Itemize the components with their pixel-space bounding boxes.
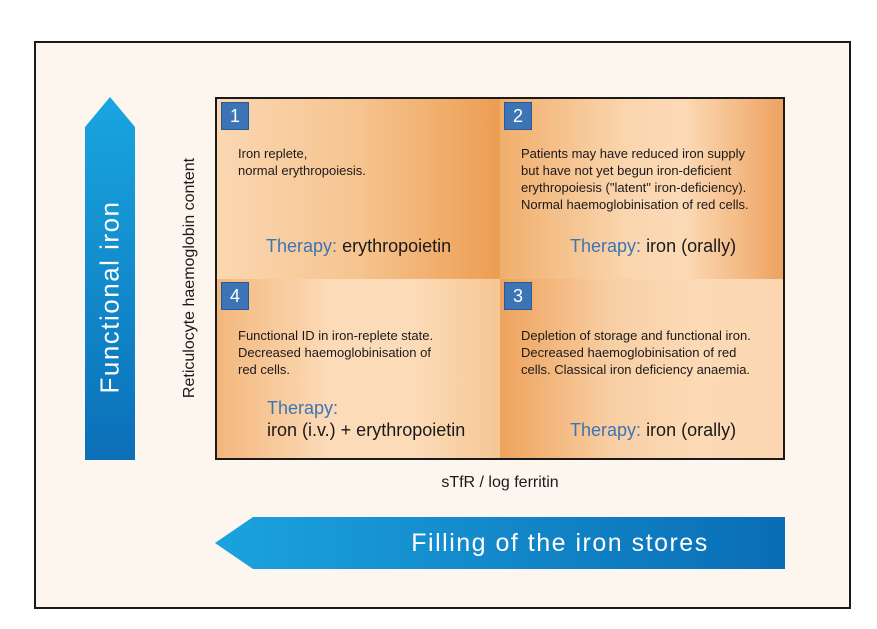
- quadrant-1: 1 Iron replete, normal erythropoiesis. T…: [217, 99, 500, 279]
- therapy-value: iron (orally): [646, 420, 737, 440]
- x-axis-label: sTfR / log ferritin: [441, 474, 559, 491]
- up-arrow-icon: [85, 97, 135, 460]
- functional-iron-arrow: Functional iron: [85, 97, 135, 460]
- quadrant-number-badge: 3: [504, 282, 532, 310]
- left-arrow-icon: [215, 517, 785, 569]
- quadrant-grid: 1 Iron replete, normal erythropoiesis. T…: [215, 97, 785, 460]
- therapy-value: iron (orally): [646, 236, 737, 256]
- therapy-label: Therapy:: [267, 398, 339, 418]
- iron-stores-label: Filling of the iron stores: [411, 529, 709, 557]
- quadrant-therapy: Therapy: erythropoietin: [266, 235, 451, 257]
- quadrant-therapy: Therapy: iron (orally): [570, 419, 736, 441]
- therapy-label: Therapy:: [266, 236, 338, 256]
- quadrant-description: Patients may have reduced iron supply bu…: [521, 146, 749, 212]
- therapy-value: erythropoietin: [342, 236, 452, 256]
- quadrant-number-badge: 4: [221, 282, 249, 310]
- quadrant-therapy: Therapy: iron (i.v.) + erythropoietin: [267, 397, 465, 441]
- quadrant-3: 3 Depletion of storage and functional ir…: [500, 279, 783, 458]
- iron-stores-arrow: Filling of the iron stores: [215, 517, 785, 569]
- therapy-label: Therapy:: [570, 236, 642, 256]
- quadrant-number-badge: 2: [504, 102, 532, 130]
- therapy-label: Therapy:: [570, 420, 642, 440]
- y-axis-label: Reticulocyte haemoglobin content: [181, 157, 198, 399]
- quadrant-description: Iron replete, normal erythropoiesis.: [238, 146, 366, 178]
- quadrant-2: 2 Patients may have reduced iron supply …: [500, 99, 783, 279]
- therapy-value: iron (i.v.) + erythropoietin: [267, 420, 466, 440]
- quadrant-4: 4 Functional ID in iron-replete state. D…: [217, 279, 500, 458]
- quadrant-description: Functional ID in iron-replete state. Dec…: [238, 328, 434, 377]
- quadrant-description: Depletion of storage and functional iron…: [521, 328, 751, 377]
- quadrant-therapy: Therapy: iron (orally): [570, 235, 736, 257]
- functional-iron-label: Functional iron: [94, 200, 125, 394]
- quadrant-number-badge: 1: [221, 102, 249, 130]
